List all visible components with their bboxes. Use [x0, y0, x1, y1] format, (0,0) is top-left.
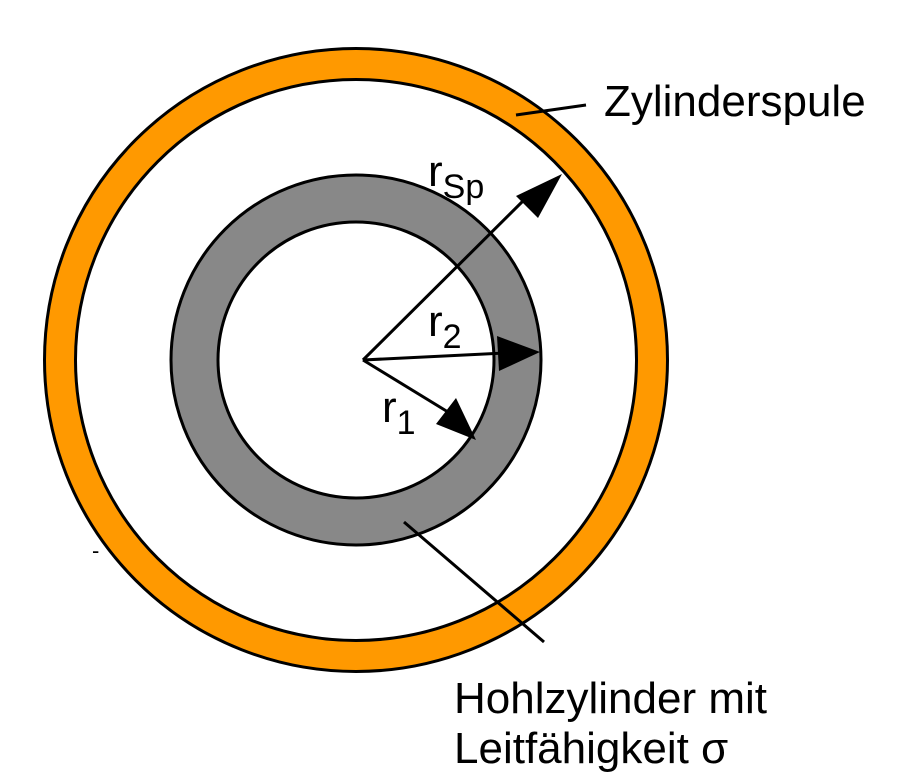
coil-ring-fill — [46, 50, 666, 670]
hollow-cylinder-leader-line — [403, 520, 545, 644]
radius-outer-subscript: 2 — [443, 318, 462, 356]
radius-outer-symbol: r — [428, 297, 443, 346]
hollow-cylinder-label-line2: Leitfähigkeit σ — [454, 724, 728, 773]
radius-outer-arrowhead — [497, 336, 540, 371]
coil-label: Zylinderspule — [604, 77, 866, 126]
radius-coil-arrowhead — [516, 174, 562, 218]
radius-coil-label: rSp — [428, 147, 484, 206]
radius-inner-subscript: 1 — [397, 404, 416, 442]
stray-mark: - — [92, 538, 99, 563]
radius-coil-subscript: Sp — [443, 168, 485, 206]
hollow-cylinder-inner — [216, 220, 496, 500]
coil-leader-line — [515, 103, 587, 117]
radius-inner-label: r1 — [382, 383, 416, 442]
radius-inner-line — [362, 358, 449, 414]
radius-outer-line — [362, 351, 506, 362]
radius-outer-label: r2 — [428, 297, 462, 356]
radius-coil-symbol: r — [428, 147, 443, 196]
radius-inner-arrowhead — [436, 398, 476, 440]
radius-coil-line — [361, 194, 530, 362]
hollow-cylinder-label-line1: Hohlzylinder mit — [454, 674, 767, 723]
radius-inner-symbol: r — [382, 383, 397, 432]
